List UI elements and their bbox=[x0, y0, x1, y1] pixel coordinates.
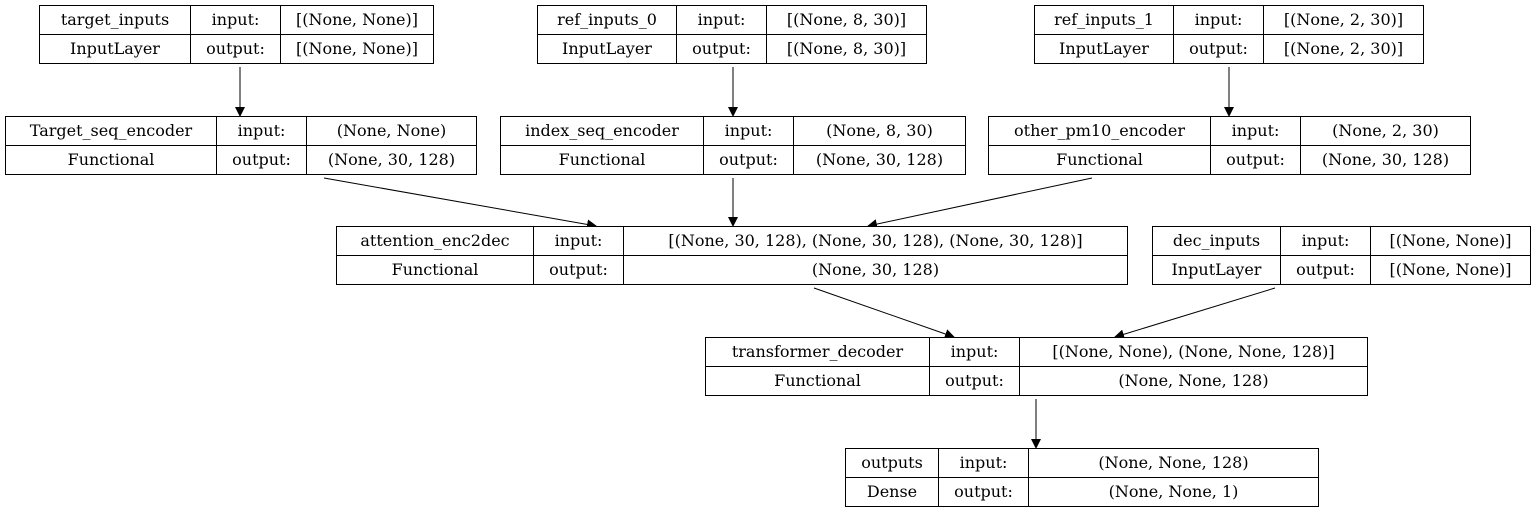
output-shape: [(None, None)] bbox=[280, 34, 434, 64]
layer-name: target_inputs bbox=[39, 5, 191, 35]
edge-target_seq_encoder-to-attention_enc2dec bbox=[323, 177, 597, 230]
output-label: output: bbox=[1210, 145, 1301, 175]
layer-name: ref_inputs_0 bbox=[537, 5, 677, 35]
input-label: input: bbox=[533, 226, 624, 256]
input-shape: [(None, 30, 128), (None, 30, 128), (None… bbox=[623, 226, 1128, 256]
input-label: input: bbox=[938, 448, 1029, 478]
input-label: input: bbox=[190, 5, 281, 35]
output-label: output: bbox=[1173, 34, 1264, 64]
input-shape: [(None, None), (None, None, 128)] bbox=[1019, 337, 1368, 367]
input-label: input: bbox=[929, 337, 1020, 367]
layer-type: InputLayer bbox=[39, 34, 191, 64]
input-shape: [(None, 8, 30)] bbox=[766, 5, 927, 35]
input-label: input: bbox=[1173, 5, 1264, 35]
output-shape: (None, 30, 128) bbox=[623, 255, 1128, 285]
edge-dec_inputs-to-transformer_decoder bbox=[1114, 287, 1276, 340]
input-label: input: bbox=[216, 116, 307, 146]
output-shape: (None, 30, 128) bbox=[1300, 145, 1471, 175]
layer-type: Functional bbox=[705, 366, 930, 396]
input-shape: [(None, 2, 30)] bbox=[1263, 5, 1424, 35]
layer-type: Functional bbox=[336, 255, 534, 285]
layer-name: index_seq_encoder bbox=[500, 116, 704, 146]
layer-name: outputs bbox=[845, 448, 939, 478]
output-label: output: bbox=[929, 366, 1020, 396]
output-shape: (None, 30, 128) bbox=[306, 145, 477, 175]
output-label: output: bbox=[938, 477, 1029, 507]
layer-name: transformer_decoder bbox=[705, 337, 930, 367]
input-shape: (None, 2, 30) bbox=[1300, 116, 1471, 146]
output-shape: [(None, 2, 30)] bbox=[1263, 34, 1424, 64]
layer-name: Target_seq_encoder bbox=[5, 116, 217, 146]
input-shape: [(None, None)] bbox=[1370, 226, 1531, 256]
output-shape: [(None, None)] bbox=[1370, 255, 1531, 285]
input-label: input: bbox=[676, 5, 767, 35]
output-shape: (None, 30, 128) bbox=[793, 145, 966, 175]
layer-type: Dense bbox=[845, 477, 939, 507]
layer-type: InputLayer bbox=[1034, 34, 1174, 64]
output-shape: [(None, 8, 30)] bbox=[766, 34, 927, 64]
output-label: output: bbox=[190, 34, 281, 64]
layer-type: Functional bbox=[5, 145, 217, 175]
input-shape: (None, None) bbox=[306, 116, 477, 146]
layer-name: ref_inputs_1 bbox=[1034, 5, 1174, 35]
output-label: output: bbox=[533, 255, 624, 285]
layer-name: other_pm10_encoder bbox=[988, 116, 1211, 146]
output-shape: (None, None, 1) bbox=[1028, 477, 1319, 507]
edge-other_pm10_encoder-to-attention_enc2dec bbox=[867, 177, 1093, 230]
edge-attention_enc2dec-to-transformer_decoder bbox=[813, 287, 955, 339]
layer-name: attention_enc2dec bbox=[336, 226, 534, 256]
input-label: input: bbox=[1280, 226, 1371, 256]
input-shape: (None, 8, 30) bbox=[793, 116, 966, 146]
input-label: input: bbox=[703, 116, 794, 146]
input-shape: (None, None, 128) bbox=[1028, 448, 1319, 478]
output-label: output: bbox=[1280, 255, 1371, 285]
layer-type: InputLayer bbox=[537, 34, 677, 64]
output-shape: (None, None, 128) bbox=[1019, 366, 1368, 396]
input-shape: [(None, None)] bbox=[280, 5, 434, 35]
output-label: output: bbox=[676, 34, 767, 64]
layer-type: Functional bbox=[988, 145, 1211, 175]
input-label: input: bbox=[1210, 116, 1301, 146]
output-label: output: bbox=[216, 145, 307, 175]
layer-type: Functional bbox=[500, 145, 704, 175]
layer-type: InputLayer bbox=[1152, 255, 1281, 285]
layer-name: dec_inputs bbox=[1152, 226, 1281, 256]
output-label: output: bbox=[703, 145, 794, 175]
